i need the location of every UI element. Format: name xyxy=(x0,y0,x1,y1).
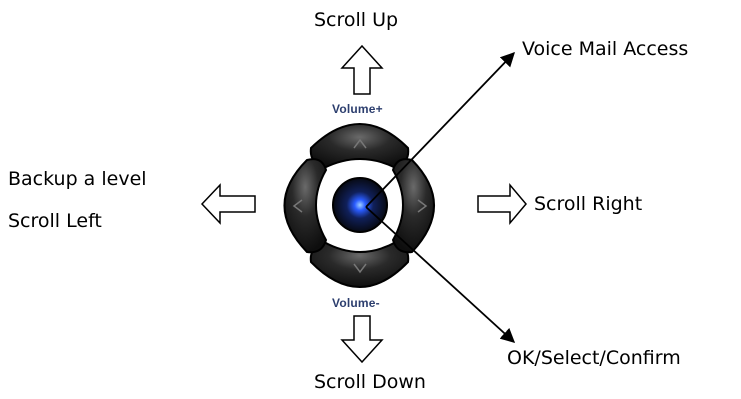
scroll-up-label: Scroll Up xyxy=(314,9,399,31)
backup-level-label: Backup a level xyxy=(8,168,147,190)
keypad-down-triangle-icon xyxy=(353,263,367,274)
keypad-down-button[interactable] xyxy=(309,240,410,288)
keypad-left-button[interactable] xyxy=(283,158,328,254)
ok-select-callout-line xyxy=(365,206,516,343)
right-arrow-icon xyxy=(477,182,527,226)
volume-up-label: Volume+ xyxy=(332,102,383,116)
volume-down-label: Volume- xyxy=(332,296,380,310)
keypad-center-button[interactable] xyxy=(332,177,388,233)
keypad xyxy=(283,123,435,288)
up-arrow-icon xyxy=(340,44,384,95)
keypad-up-button[interactable] xyxy=(309,123,410,170)
ok-select-confirm-label: OK/Select/Confirm xyxy=(507,347,681,369)
down-arrow-icon xyxy=(340,315,384,364)
left-arrow-icon xyxy=(200,183,256,225)
keypad-right-button[interactable] xyxy=(391,158,435,254)
voice-mail-access-label: Voice Mail Access xyxy=(522,38,689,60)
scroll-left-label: Scroll Left xyxy=(8,210,102,232)
scroll-right-label: Scroll Right xyxy=(534,193,643,215)
keypad-left-triangle-icon xyxy=(292,199,303,213)
scroll-down-label: Scroll Down xyxy=(314,371,426,393)
keypad-up-triangle-icon xyxy=(353,138,367,149)
keypad-right-triangle-icon xyxy=(417,199,428,213)
voice-mail-callout-line xyxy=(365,51,515,208)
